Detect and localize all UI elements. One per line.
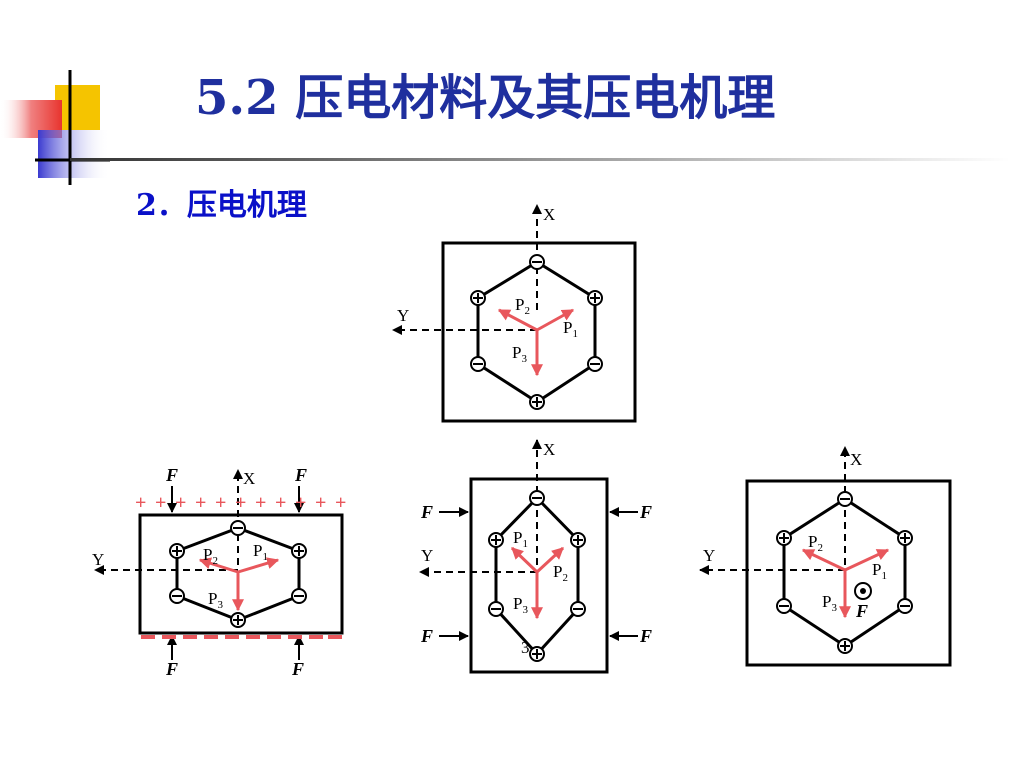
atom-lower-left [488, 601, 504, 617]
svg-text:+: + [135, 492, 146, 514]
force-label-upper-left: F [420, 502, 433, 522]
atom-lower-left [776, 598, 792, 614]
atom-upper-left [776, 530, 792, 546]
x-axis-label: X [850, 450, 862, 469]
p2-label: P2 [515, 295, 530, 317]
y-axis-label: Y [92, 550, 104, 569]
svg-text:+: + [195, 492, 206, 514]
y-axis-label: Y [421, 546, 433, 565]
force-label-lower-left: F [420, 626, 433, 646]
page-title: 5.2 压电材料及其压电机理 [195, 70, 776, 126]
p2-label: P2 [553, 562, 568, 584]
force-label-bottom-right: F [291, 659, 304, 679]
p3-label: P3 [208, 589, 223, 611]
diagram-x-compression: X Y F F F F + + + + + + + + + + + [92, 465, 346, 679]
svg-text:+: + [235, 492, 246, 514]
atom-lower-left [470, 356, 486, 372]
y-axis-label: Y [397, 306, 409, 325]
svg-text:+: + [175, 492, 186, 514]
force-label-upper-right: F [639, 502, 652, 522]
atom-top [529, 490, 545, 506]
crystal-box [441, 241, 637, 423]
deco-yellow-square [55, 85, 100, 130]
p1-label: P1 [513, 528, 528, 550]
force-label: F [855, 601, 868, 621]
p1-label: P1 [563, 318, 578, 340]
atom-upper-right [587, 290, 603, 306]
atom-top [529, 254, 545, 270]
atom-upper-left [169, 543, 185, 559]
p3-label: P3 [513, 594, 528, 616]
svg-text:+: + [295, 492, 306, 514]
crystal-box [745, 479, 952, 667]
negative-surface-charges [141, 635, 342, 639]
atom-lower-right [897, 598, 913, 614]
p1-vector [510, 546, 539, 574]
svg-text:+: + [255, 492, 266, 514]
svg-text:+: + [155, 492, 166, 514]
atom-upper-right [570, 532, 586, 548]
p1-vector [844, 548, 890, 572]
force-label-lower-right: F [639, 626, 652, 646]
p3-label: P3 [512, 343, 527, 365]
atom-upper-right [291, 543, 307, 559]
diagram-unstressed: X Y P2 P1 P3 [392, 204, 637, 423]
atom-bottom [837, 638, 853, 654]
atom-lower-left [169, 588, 185, 604]
atom-top [837, 491, 853, 507]
svg-text:+: + [275, 492, 286, 514]
svg-text:+: + [215, 492, 226, 514]
p1-label: P1 [253, 541, 268, 563]
atom-lower-right [570, 601, 586, 617]
x-axis-label: X [543, 440, 555, 459]
crystal-box [469, 477, 609, 674]
y-axis-label: Y [703, 546, 715, 565]
title-rule [70, 158, 1010, 161]
p2-vector [497, 308, 538, 332]
force-label-top-right: F [294, 465, 307, 485]
atom-upper-left [488, 532, 504, 548]
x-axis-label: X [543, 205, 555, 224]
p1-label: P1 [872, 560, 887, 582]
p2-vector [198, 557, 239, 574]
corner-decoration [0, 70, 110, 185]
force-label-bottom-left: F [165, 659, 178, 679]
section-heading: 2．压电机理 [136, 188, 307, 223]
atom-upper-left [470, 290, 486, 306]
atom-bottom [230, 612, 246, 628]
stray-label: 3 [521, 638, 530, 657]
atom-lower-right [587, 356, 603, 372]
svg-text:+: + [335, 492, 346, 514]
p3-label: P3 [822, 592, 837, 614]
atom-bottom [529, 646, 545, 662]
positive-surface-charges: + + + + + + + + + + + [135, 492, 346, 514]
force-out-of-page-icon [854, 582, 872, 600]
diagram-z-force: X Y P2 P1 P3 F [699, 446, 952, 667]
force-label-top-left: F [165, 465, 178, 485]
atom-bottom [529, 394, 545, 410]
p1-vector [237, 557, 280, 574]
svg-text:+: + [315, 492, 326, 514]
atom-upper-right [897, 530, 913, 546]
diagram-y-compression: X Y F F F F P1 P2 P3 3 [419, 439, 652, 674]
p2-vector [801, 548, 846, 572]
p2-vector [535, 546, 565, 574]
atom-top [230, 520, 246, 536]
x-axis-label: X [243, 469, 255, 488]
p2-label: P2 [203, 545, 218, 567]
atom-lower-right [291, 588, 307, 604]
deco-blue-bar [38, 130, 110, 178]
p1-vector [536, 308, 575, 332]
p2-label: P2 [808, 532, 823, 554]
